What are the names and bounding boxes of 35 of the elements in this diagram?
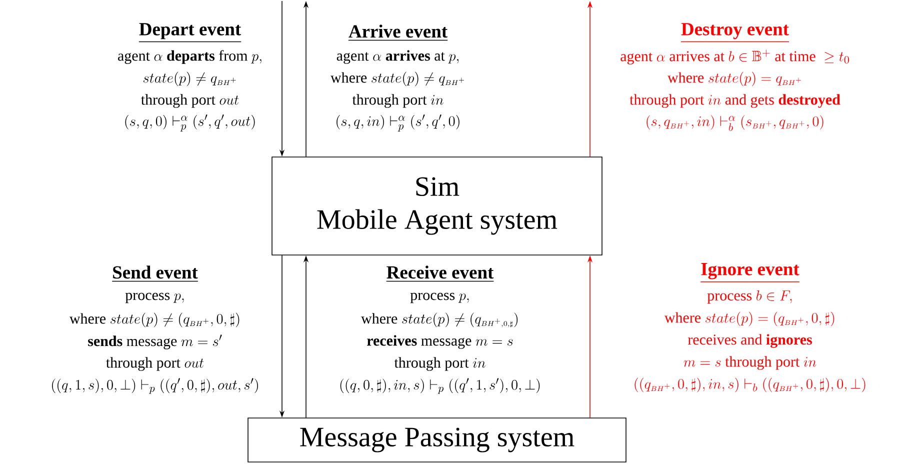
event-rule: $(s,q_{\scriptscriptstyle BH^+},in) \vdash_b^{\alpha} (s_{\scriptscriptstyle BH^+},q_{\scriptscriptstyle BH^+},0)$ — [646, 115, 824, 131]
event-rule: $\textbf{sends} \text{ message } m = s'$ — [88, 334, 222, 350]
event-rule: $((q,0,\sharp),in,s) \vdash_p ((q',1,s'),0,\bot)$ — [340, 378, 540, 394]
event-rule: $\textbf{receives} \text{ message } m = s$ — [367, 335, 513, 349]
event-rule: $\text{where } state(p) = q_{\scriptscriptstyle BH^+}$ — [668, 72, 801, 86]
event-rule: $\text{process } b \in F,$ — [707, 290, 792, 304]
event-rule: $\text{where } state(p) \neq q_{\scriptscriptstyle BH^+}$ — [330, 72, 464, 86]
event-rule: $(s,q,in) \vdash_p^{\alpha} (s',q',0)$ — [336, 114, 460, 132]
event-rule: $((q_{\scriptscriptstyle BH^+},0,\sharp),in,s) \vdash_b ((q_{\scriptscriptstyle BH^+},0,\sharp),0,\bot)$ — [634, 378, 866, 392]
event-rule: $\text{through port } out$ — [141, 94, 239, 108]
event-rule: $(s,q,0) \vdash_p^{\alpha} (s',q',out)$ — [125, 114, 255, 132]
event-rule: $\text{where } state(p) = (q_{\scriptscriptstyle BH^+},0,\sharp)$ — [664, 312, 834, 326]
event-heading: Destroy event — [680, 23, 790, 42]
event-rule: $\text{receives and } \textbf{ignores}$ — [688, 334, 812, 348]
event-rule: $\text{agent } \alpha \textbf{ arrives} \text{ at } p,$ — [336, 50, 459, 64]
event-heading: Receive event — [386, 266, 494, 282]
event-rule: $\text{agent } \alpha \textbf{ departs} \text{ from } p,$ — [118, 50, 262, 64]
event-rule: $m = s \text{ through port } in$ — [684, 356, 816, 370]
event-rule: $state(p) \neq q_{\scriptscriptstyle BH^+}$ — [143, 72, 236, 86]
event-heading: Ignore event — [700, 263, 800, 282]
event-rule: $\text{through port } in$ — [352, 94, 444, 108]
event-rule: $\text{through port } out$ — [106, 357, 204, 371]
system-box: Message Passing system — [248, 418, 626, 462]
event-rule: $\text{agent } \alpha \text{ arrives at } b \in \mathbb{B}^+ \text{ at time } \geq t_0$ — [620, 50, 849, 64]
event-heading: Depart event — [138, 23, 242, 42]
event-rule: $\text{process } p,$ — [410, 292, 469, 304]
event-rule: $\text{process } p,$ — [125, 292, 184, 304]
system-box: Sim Mobile Agent system — [272, 156, 602, 256]
event-rule: $\text{where } state(p) \neq (q_{\scriptscriptstyle BH^+,0,\sharp})$ — [361, 312, 518, 328]
event-rule: $\text{through port } in$ — [394, 357, 486, 371]
event-heading: Arrive event — [348, 24, 448, 41]
event-rule: $\text{where } state(p) \neq (q_{\scriptscriptstyle BH^+},0,\sharp)$ — [69, 312, 240, 328]
event-rule: $((q,1,s),0,\bot) \vdash_p ((q',0,\sharp),out,s')$ — [52, 378, 258, 394]
event-heading: Send event — [112, 266, 198, 282]
event-rule: $\text{through port } in \text{ and gets } \textbf{destroyed}$ — [630, 94, 840, 108]
